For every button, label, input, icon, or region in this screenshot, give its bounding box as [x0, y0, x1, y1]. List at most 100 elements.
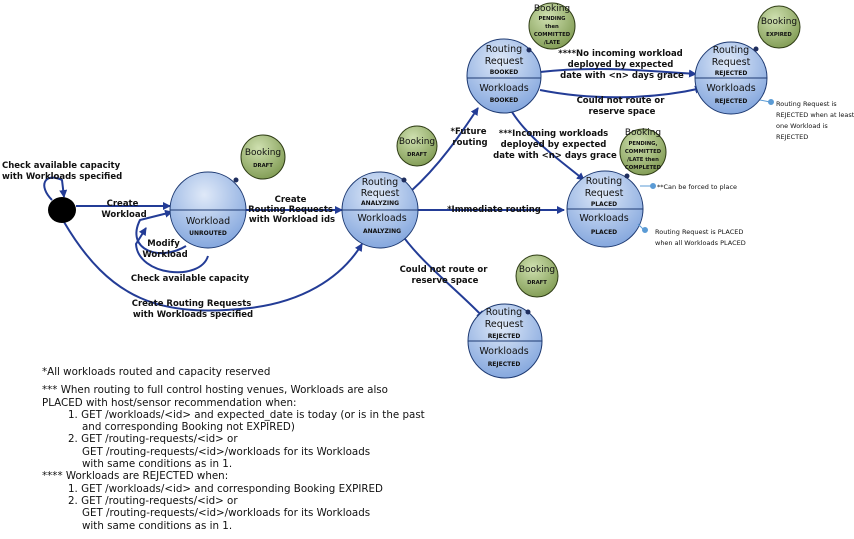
workloads-label: Workloads [479, 346, 528, 357]
booking-status: EXPIRED [766, 32, 792, 38]
booking-status: DRAFT [253, 163, 273, 169]
booking-workload: Booking DRAFT [240, 134, 286, 180]
request-status: ANALYZING [361, 200, 399, 207]
booking-title: Booking [245, 148, 281, 158]
edge-no-incoming [539, 67, 697, 78]
booking-status: DRAFT [527, 280, 547, 286]
booking-link-dot [753, 46, 759, 52]
edge-incoming-deployed [511, 111, 585, 181]
state-title: Routing [586, 176, 622, 187]
edge-check-capacity-specified [43, 176, 68, 201]
state-routing-placed: Routing Request PLACED Workloads PLACED [566, 170, 644, 248]
workloads-label: Workloads [357, 213, 406, 224]
state-title: Request [485, 56, 524, 67]
footnote-line: with same conditions as in 1. [82, 458, 233, 471]
booking-status: /LATE then [627, 157, 659, 163]
booking-status: then [545, 24, 559, 30]
state-workload: Workload UNROUTED [169, 171, 247, 249]
footnote-line: GET /routing-requests/<id>/workloads for… [82, 445, 371, 458]
booking-status: DRAFT [407, 152, 427, 158]
state-title: Request [485, 319, 524, 330]
workloads-status: REJECTED [488, 361, 521, 368]
booking-title: Booking [519, 265, 555, 275]
booking-link-dot [624, 173, 630, 179]
edge-create-routing-specified [63, 221, 363, 312]
label-no-incoming: ****No incoming workload deployed by exp… [558, 49, 685, 81]
state-title: Request [585, 188, 624, 199]
request-status: REJECTED [715, 70, 748, 77]
booking-status: PENDING, [628, 141, 657, 147]
state-routing-booked: Routing Request BOOKED Workloads BOOKED [466, 38, 542, 114]
state-title: Request [712, 57, 751, 68]
booking-link-dot [401, 177, 407, 183]
state-title: Request [361, 188, 400, 199]
label-incoming-deployed: ***Incoming workloads deployed by expect… [493, 129, 617, 161]
state-routing-analyzing: Routing Request ANALYZING Workloads ANAL… [341, 171, 419, 249]
booking-status: COMPLETED [625, 165, 662, 171]
state-title: Routing [486, 44, 522, 55]
footnote-line: GET /routing-requests/<id>/workloads for… [82, 507, 371, 520]
booking-link-dot [525, 309, 531, 315]
label-check-capacity-specified: Check available capacity with Workloads … [2, 161, 123, 182]
state-routing-rejected-bottom: Routing Request REJECTED Workloads REJEC… [467, 303, 543, 379]
footnotes: *All workloads routed and capacity reser… [42, 366, 482, 532]
request-status: PLACED [591, 201, 617, 208]
footnote-line: and corresponding Booking not EXPIRED) [82, 421, 295, 434]
footnote-line: 1. GET /workloads/<id> and expected_date… [68, 408, 425, 421]
edge-modify-workload [135, 209, 187, 255]
workloads-status: REJECTED [715, 98, 748, 105]
booking-status: COMMITTED [625, 149, 662, 155]
footnote-line: *All workloads routed and capacity reser… [42, 366, 271, 378]
booking-title: Booking [399, 137, 435, 147]
state-title: Workload [186, 216, 230, 227]
workloads-label: Workloads [479, 83, 528, 94]
request-status: BOOKED [490, 69, 519, 76]
note-forced: **Can be forced to place [657, 183, 737, 191]
footnote-line: 1. GET /workloads/<id> and corresponding… [68, 482, 383, 495]
request-status: REJECTED [488, 333, 521, 340]
workloads-status: BOOKED [490, 97, 519, 104]
workloads-status: ANALYZING [363, 228, 401, 235]
booking-rejected-top: Booking EXPIRED [757, 5, 801, 49]
booking-status: PENDING [538, 16, 565, 22]
state-title: Routing [486, 307, 522, 318]
note-placed: Routing Request is PLACED when all Workl… [655, 228, 746, 247]
footnote-line: **** Workloads are REJECTED when: [42, 470, 229, 483]
booking-status: /LATE [544, 40, 561, 46]
label-could-not-route-top: Could not route or reserve space [577, 96, 668, 117]
footnote-line: 2. GET /routing-requests/<id> or [68, 433, 238, 446]
label-create-workload: Create Workload [101, 199, 146, 220]
note-rejected: Routing Request is REJECTED when at leas… [776, 100, 854, 141]
booking-rejected-bottom: Booking DRAFT [515, 254, 559, 298]
booking-booked: Booking PENDING then COMMITTED /LATE [528, 2, 576, 50]
edge-could-not-route-bottom [399, 231, 485, 319]
label-create-routing-ids: Create Routing Requests with Workload id… [248, 195, 336, 225]
label-modify-workload: Modify Workload [142, 239, 187, 260]
workloads-label: Workloads [579, 213, 628, 224]
booking-link-dot [526, 47, 532, 53]
label-future-routing: *Future routing [451, 127, 490, 148]
booking-title: Booking [761, 17, 797, 27]
state-title: Routing [713, 45, 749, 56]
initial-state-dot [48, 197, 76, 223]
booking-link-dot [233, 177, 239, 183]
footnote-line: PLACED with host/sensor recommendation w… [42, 396, 297, 409]
label-check-capacity: Check available capacity [131, 274, 250, 284]
label-create-routing-specified: Create Routing Requests with Workloads s… [132, 299, 255, 320]
workloads-status: PLACED [591, 229, 617, 236]
state-routing-rejected-top: Routing Request REJECTED Workloads REJEC… [694, 41, 768, 115]
edge-check-capacity [134, 227, 209, 274]
booking-status: COMMITTED [534, 32, 571, 38]
booking-analyzing: Booking DRAFT [396, 125, 438, 167]
footnote-line: *** When routing to full control hosting… [42, 384, 388, 397]
state-status: UNROUTED [189, 230, 227, 237]
footnote-line: with same conditions as in 1. [82, 519, 233, 532]
booking-title: Booking [534, 4, 570, 14]
workloads-label: Workloads [706, 83, 755, 94]
footnote-line: 2. GET /routing-requests/<id> or [68, 494, 238, 507]
booking-title: Booking [625, 128, 661, 138]
label-could-not-route-bottom: Could not route or reserve space [400, 265, 491, 286]
booking-placed: Booking PENDING, COMMITTED /LATE then CO… [619, 128, 667, 176]
label-immediate-routing: *Immediate routing [447, 205, 541, 215]
edge-could-not-route-top [539, 85, 703, 99]
